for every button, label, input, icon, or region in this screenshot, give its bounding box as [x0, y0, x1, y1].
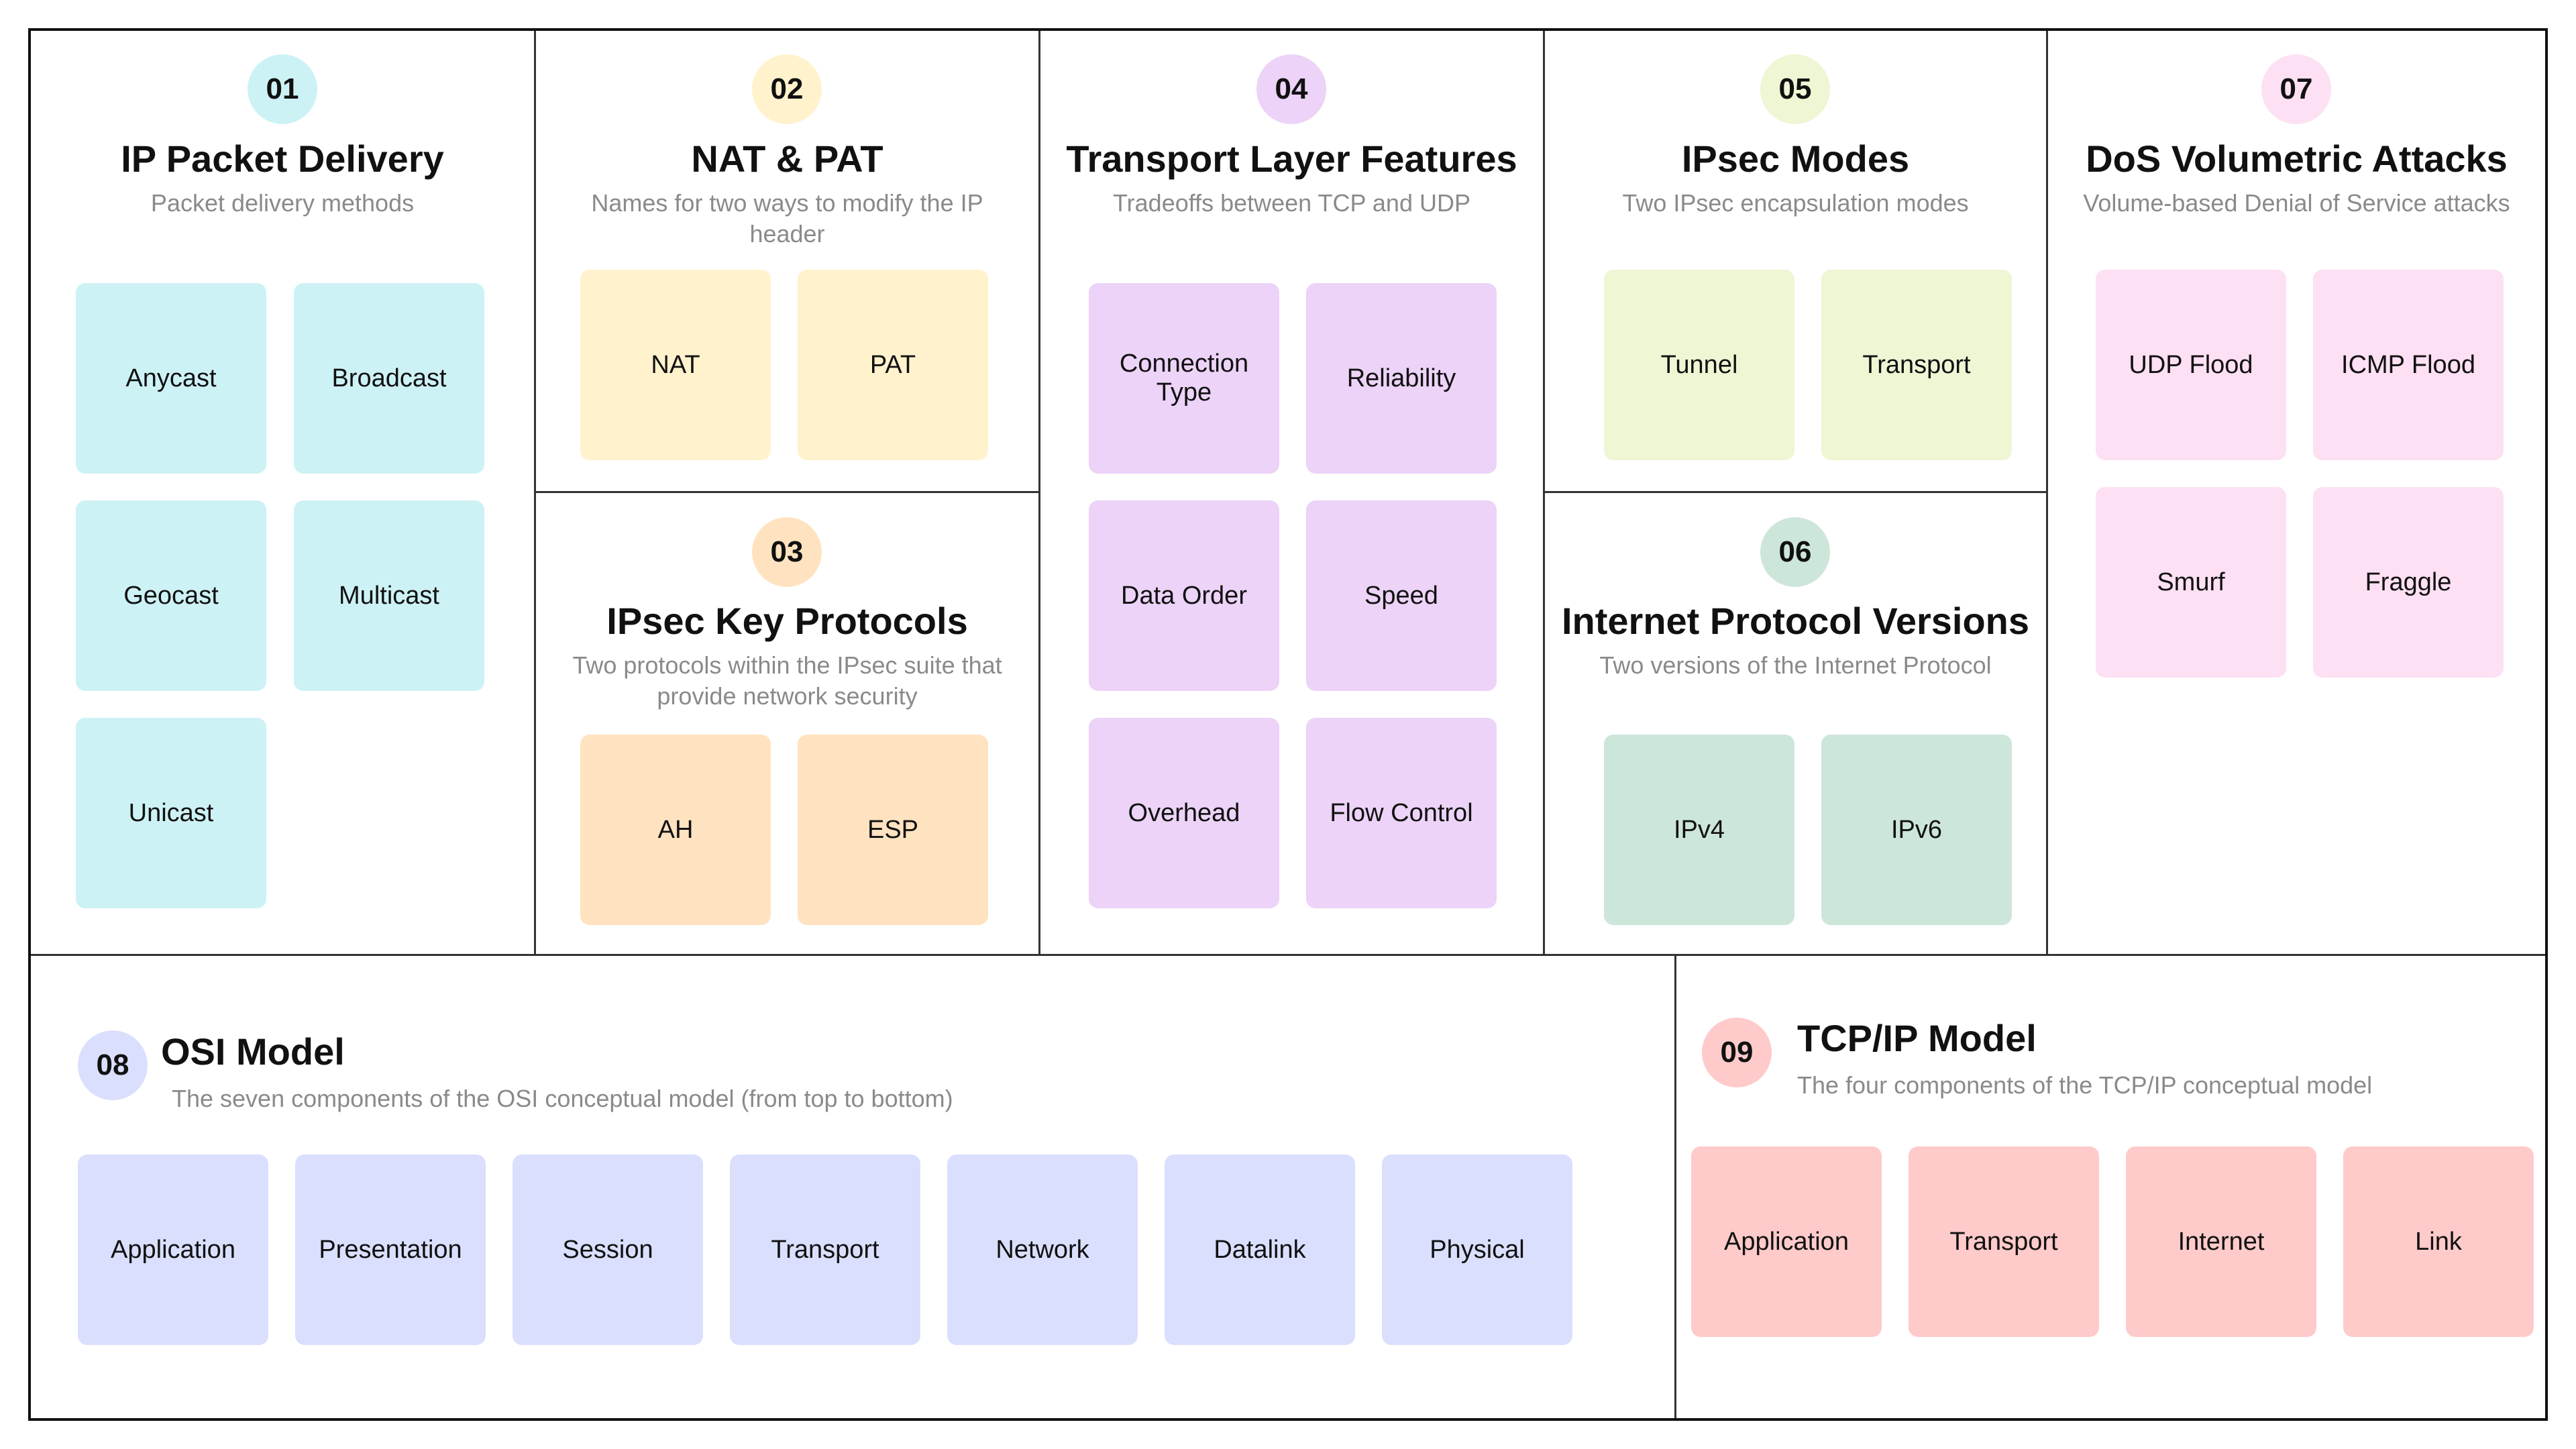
card-osi-network[interactable]: Network: [947, 1155, 1138, 1345]
card-tcpip-application[interactable]: Application: [1691, 1146, 1882, 1337]
card-broadcast[interactable]: Broadcast: [294, 283, 484, 474]
diagram-board: 01 IP Packet Delivery Packet delivery me…: [28, 28, 2548, 1421]
card-osi-transport[interactable]: Transport: [730, 1155, 920, 1345]
card-reliability[interactable]: Reliability: [1306, 283, 1497, 474]
section-number-badge: 02: [752, 54, 822, 124]
card-icmp-flood[interactable]: ICMP Flood: [2313, 270, 2504, 460]
card-ipv6[interactable]: IPv6: [1821, 735, 2012, 925]
card-tcpip-transport[interactable]: Transport: [1909, 1146, 2099, 1337]
section-title: Transport Layer Features: [1066, 138, 1517, 180]
card-osi-physical[interactable]: Physical: [1382, 1155, 1572, 1345]
card-unicast[interactable]: Unicast: [76, 718, 266, 908]
card-flow-control[interactable]: Flow Control: [1306, 718, 1497, 908]
card-osi-session[interactable]: Session: [513, 1155, 703, 1345]
section-subtitle: The four components of the TCP/IP concep…: [1797, 1071, 2373, 1099]
card-speed[interactable]: Speed: [1306, 500, 1497, 691]
divider: [31, 954, 2545, 956]
card-overhead[interactable]: Overhead: [1089, 718, 1279, 908]
card-smurf[interactable]: Smurf: [2096, 487, 2286, 678]
section-subtitle: Names for two ways to modify the IP head…: [591, 189, 983, 248]
section-number-badge: 06: [1760, 517, 1830, 587]
section-title: DoS Volumetric Attacks: [2086, 138, 2508, 180]
card-osi-presentation[interactable]: Presentation: [295, 1155, 486, 1345]
card-geocast[interactable]: Geocast: [76, 500, 266, 691]
section-title: IPsec Modes: [1681, 138, 1910, 180]
card-nat[interactable]: NAT: [580, 270, 771, 460]
divider: [1543, 491, 2046, 493]
section-number-badge: 05: [1760, 54, 1830, 124]
card-osi-datalink[interactable]: Datalink: [1165, 1155, 1355, 1345]
card-multicast[interactable]: Multicast: [294, 500, 484, 691]
section-number-badge: 03: [752, 517, 822, 587]
section-internet-protocol-versions: 06 Internet Protocol Versions Two versio…: [1545, 493, 2046, 954]
card-udp-flood[interactable]: UDP Flood: [2096, 270, 2286, 460]
divider: [1038, 31, 1040, 954]
card-anycast[interactable]: Anycast: [76, 283, 266, 474]
card-ipv4[interactable]: IPv4: [1604, 735, 1794, 925]
section-subtitle: Volume-based Denial of Service attacks: [2083, 189, 2510, 217]
section-nat-pat: 02 NAT & PAT Names for two ways to modif…: [536, 31, 1038, 491]
section-subtitle: Two IPsec encapsulation modes: [1622, 189, 1969, 217]
card-tcpip-link[interactable]: Link: [2343, 1146, 2534, 1337]
card-ah[interactable]: AH: [580, 735, 771, 925]
section-number-badge: 08: [78, 1030, 148, 1100]
card-tunnel[interactable]: Tunnel: [1604, 270, 1794, 460]
section-number-badge: 04: [1256, 54, 1326, 124]
section-title: OSI Model: [161, 1030, 345, 1073]
section-subtitle: Tradeoffs between TCP and UDP: [1113, 189, 1470, 217]
card-esp[interactable]: ESP: [798, 735, 988, 925]
section-tcp-ip-model: 09 TCP/IP Model The four components of t…: [1676, 956, 2545, 1418]
section-title: TCP/IP Model: [1797, 1017, 2037, 1059]
section-ip-packet-delivery: 01 IP Packet Delivery Packet delivery me…: [31, 31, 534, 954]
section-title: Internet Protocol Versions: [1561, 600, 2030, 642]
section-title: NAT & PAT: [691, 138, 883, 180]
section-title: IPsec Key Protocols: [606, 600, 968, 642]
section-dos-volumetric-attacks: 07 DoS Volumetric Attacks Volume-based D…: [2048, 31, 2545, 954]
section-transport-layer-features: 04 Transport Layer Features Tradeoffs be…: [1040, 31, 1543, 954]
card-transport[interactable]: Transport: [1821, 270, 2012, 460]
section-number-badge: 01: [248, 54, 317, 124]
section-subtitle: Two protocols within the IPsec suite tha…: [572, 651, 1002, 710]
section-number-badge: 07: [2261, 54, 2331, 124]
card-connection-type[interactable]: Connection Type: [1089, 283, 1279, 474]
section-ipsec-key-protocols: 03 IPsec Key Protocols Two protocols wit…: [536, 493, 1038, 954]
section-subtitle: Packet delivery methods: [150, 189, 415, 217]
card-data-order[interactable]: Data Order: [1089, 500, 1279, 691]
section-title: IP Packet Delivery: [121, 138, 444, 180]
card-tcpip-internet[interactable]: Internet: [2126, 1146, 2316, 1337]
divider: [534, 491, 1038, 493]
card-osi-application[interactable]: Application: [78, 1155, 268, 1345]
section-number-badge: 09: [1702, 1018, 1772, 1087]
section-subtitle: Two versions of the Internet Protocol: [1599, 651, 1992, 679]
divider: [1674, 954, 1676, 1418]
card-fraggle[interactable]: Fraggle: [2313, 487, 2504, 678]
section-ipsec-modes: 05 IPsec Modes Two IPsec encapsulation m…: [1545, 31, 2046, 491]
section-osi-model: 08 OSI Model The seven components of the…: [31, 956, 1674, 1418]
section-subtitle: The seven components of the OSI conceptu…: [172, 1085, 953, 1112]
card-pat[interactable]: PAT: [798, 270, 988, 460]
divider: [2046, 31, 2048, 954]
